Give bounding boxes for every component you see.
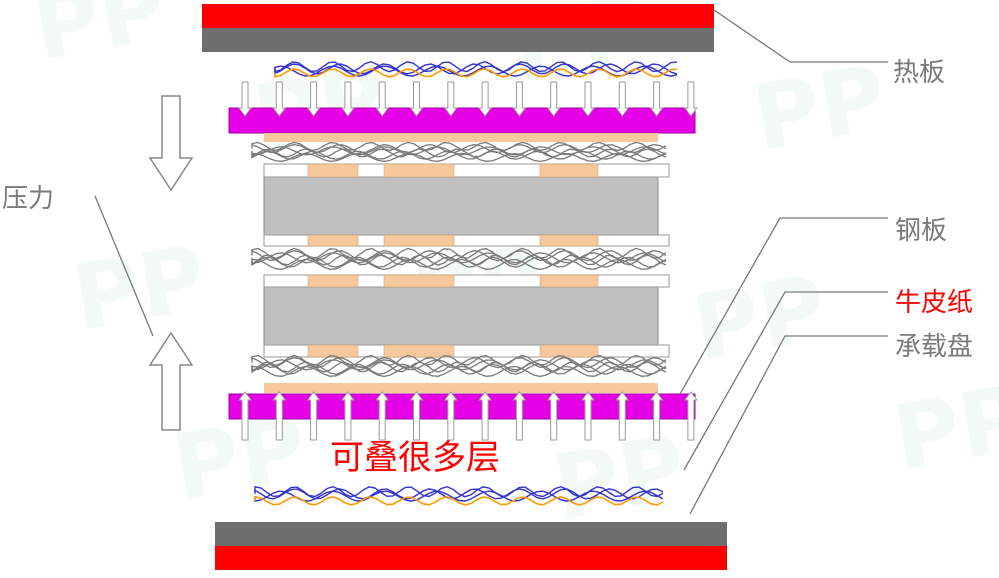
bottom-hot-plate-red <box>215 546 727 570</box>
prepreg-fibers <box>251 60 678 506</box>
watermark-logo: PP <box>686 255 834 381</box>
pressure-pin-down <box>512 81 527 117</box>
pressure-pin-down <box>375 81 390 117</box>
pressure-pin-up <box>409 391 424 441</box>
steel-plate-leader <box>679 217 888 395</box>
fiber-strand <box>251 152 667 163</box>
pressure-pin-up <box>581 391 595 441</box>
steel-plate <box>263 176 659 236</box>
big-up-arrow <box>148 331 194 431</box>
pressure-pin-up <box>375 391 390 441</box>
pressure-pin-up <box>512 391 527 441</box>
kraft-paper-leader <box>683 291 888 471</box>
fiber-strand <box>251 141 667 152</box>
fiber-strand-blue <box>254 485 664 498</box>
hot-plate-leader <box>713 9 888 63</box>
copper-pad <box>539 163 599 178</box>
pressure-pin-down <box>581 81 595 117</box>
fiber-strand-orange <box>254 496 664 506</box>
top-kraft-paper <box>264 133 658 142</box>
bottom-hot-plate-gray <box>215 522 727 546</box>
big-down-arrow <box>148 95 194 192</box>
pressure-label: 压力 <box>2 184 55 214</box>
copper-pad <box>307 163 359 178</box>
top-hot-plate-red <box>202 4 714 28</box>
copper-pad <box>307 274 359 288</box>
pressure-pin-up <box>272 391 287 441</box>
copper-pad <box>383 234 455 247</box>
pressure-pin-up <box>306 391 321 441</box>
hot-plate-label: 热板 <box>893 58 946 88</box>
steel-plate <box>263 286 659 346</box>
foil-layer <box>263 234 670 247</box>
pressure-pin-up <box>546 391 561 441</box>
fiber-strand <box>251 150 667 160</box>
steel-plate-label: 钢板 <box>895 216 948 246</box>
stackable-note: 可叠很多层 <box>330 438 500 478</box>
top-carrier-tray <box>228 107 696 134</box>
pressure-pin-down <box>478 81 493 117</box>
pressure-pin-up <box>340 391 355 441</box>
pressure-pin-up <box>443 391 458 441</box>
pressure-pin-up <box>683 391 698 441</box>
fiber-strand <box>251 148 667 158</box>
watermark-logo: PP <box>26 0 174 82</box>
copper-pad <box>539 234 599 247</box>
pressure-arrows <box>148 81 698 441</box>
fiber-strand-blue <box>254 490 664 502</box>
pressure-pin-down <box>443 81 458 117</box>
pressure-pin-up <box>238 391 252 441</box>
carrier-tray-leader <box>689 335 888 515</box>
press-layers <box>202 4 727 570</box>
pressure-pin-up <box>615 391 630 441</box>
copper-pad <box>383 274 455 288</box>
pressure-pin-down <box>683 81 698 117</box>
carrier-tray-label: 承载盘 <box>895 332 974 362</box>
copper-pad <box>307 234 359 247</box>
bottom-kraft-paper <box>264 383 658 393</box>
fiber-strand-blue <box>274 60 678 73</box>
top-hot-plate-gray <box>202 28 714 52</box>
kraft-paper-label: 牛皮纸 <box>895 288 974 318</box>
fiber-strand-orange <box>274 68 678 78</box>
watermark-logo: PP <box>66 225 214 351</box>
watermark-logo: PP <box>746 45 894 171</box>
pressure-pin-down <box>649 81 664 117</box>
copper-pad <box>307 344 359 358</box>
pressure-pin-down <box>409 81 424 117</box>
watermark-logo: PP <box>886 365 999 491</box>
fiber-strand-blue <box>254 488 664 500</box>
pressure-pin-up <box>478 391 493 441</box>
pressure-pin-down <box>272 81 287 117</box>
pressure-pin-up <box>649 391 664 441</box>
copper-pad <box>383 163 455 178</box>
watermark-logos: PPPPPPPPPPPPPPPPPPPP <box>26 0 999 542</box>
fiber-strand-blue <box>274 63 678 75</box>
copper-pad <box>539 344 599 358</box>
copper-pad <box>539 274 599 288</box>
fiber-strand <box>251 365 667 378</box>
copper-pad <box>383 344 455 358</box>
fiber-strand <box>251 258 667 271</box>
pressure-pin-down <box>306 81 321 117</box>
pressure-leader <box>94 195 154 337</box>
pressure-pin-down <box>340 81 355 117</box>
leader-lines <box>94 9 888 515</box>
pressure-pin-down <box>238 81 252 117</box>
pressure-pin-down <box>615 81 630 117</box>
pressure-pin-down <box>546 81 561 117</box>
